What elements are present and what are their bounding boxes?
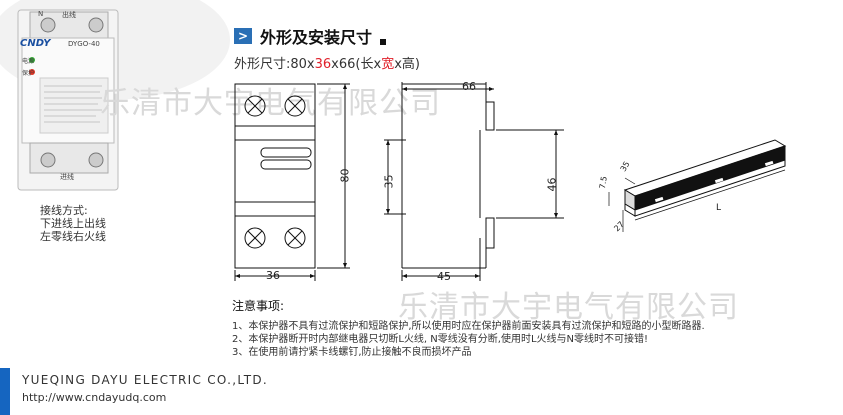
- note-3: 3、在使用前请拧紧卡线螺钉,防止接触不良而损坏产品: [232, 347, 472, 358]
- side-depth-label: 45: [437, 270, 451, 283]
- section-header: > 外形及安装尺寸: [234, 24, 387, 48]
- watermark-top: 乐清市大宇电气有限公司: [100, 86, 441, 121]
- device-label-in: 进线: [60, 173, 74, 181]
- dims-width: 36: [314, 57, 332, 72]
- dims-suffix: x高): [394, 57, 420, 72]
- rail-length-label: L: [716, 203, 722, 213]
- note-2: 2、本保护器断开时内部继电器只切断L火线, N零线没有分断,使用时L火线与N零线…: [232, 334, 649, 345]
- dims-mid: x66(长x: [331, 57, 382, 72]
- note-1: 1、本保护器不具有过流保护和短路保护,所以使用时应在保护器前面安装具有过流保护和…: [232, 321, 705, 332]
- device-indicator-protect: 保护: [22, 70, 35, 77]
- arrow-icon: >: [234, 28, 252, 44]
- device-indicator-power: 电源: [22, 58, 35, 65]
- front-width-label: 36: [266, 269, 280, 282]
- wiring-line-2: 左零线右火线: [40, 230, 106, 243]
- wiring-title: 接线方式:: [40, 204, 88, 217]
- section-title: 外形及安装尺寸: [260, 28, 373, 47]
- device-photo: [0, 0, 230, 191]
- device-label-out: 出线: [62, 11, 76, 19]
- footer-accent-bar: [0, 368, 10, 415]
- dims-width-word: 宽: [381, 57, 395, 72]
- front-height-label: 80: [338, 168, 352, 183]
- device-label-n: N: [38, 10, 44, 18]
- dimensions-text: 外形尺寸:80x36x66(长x宽x高): [234, 53, 420, 72]
- company-url[interactable]: http://www.cndayudq.com: [22, 391, 167, 404]
- watermark-bottom: 乐清市大宇电气有限公司: [398, 290, 739, 325]
- side-rail-height-label: 46: [545, 177, 559, 192]
- side-view-drawing: [384, 82, 564, 281]
- device-model: DYGO-40: [68, 40, 100, 48]
- dims-prefix: 外形尺寸:80x: [234, 57, 315, 72]
- din-rail-drawing: [608, 139, 787, 232]
- front-view-drawing: [234, 83, 350, 281]
- square-icon: [380, 39, 387, 45]
- side-inner-label: 35: [382, 174, 396, 189]
- side-width-label: 66: [462, 80, 476, 93]
- company-name: YUEQING DAYU ELECTRIC CO.,LTD.: [22, 373, 269, 387]
- notes-title: 注意事项:: [232, 299, 285, 313]
- wiring-instructions: 接线方式: 下进线上出线 左零线右火线: [40, 204, 106, 243]
- wiring-line-1: 下进线上出线: [40, 217, 106, 230]
- device-brand: CNDY: [20, 38, 51, 49]
